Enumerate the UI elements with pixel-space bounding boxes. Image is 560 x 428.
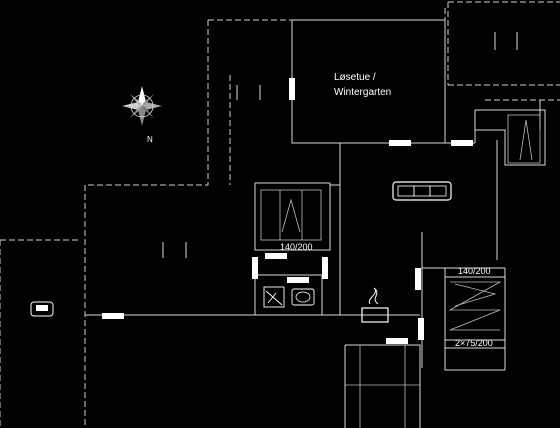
- compass-north-label: N: [147, 135, 153, 144]
- bathroom-fixtures-icon: [263, 286, 315, 308]
- opening-right-upper: [415, 268, 421, 290]
- room-label-lounge-line1: Løsetue /: [334, 72, 376, 83]
- stove-icon: [361, 287, 389, 323]
- opening-bath-bottom: [287, 277, 309, 283]
- window-lounge-west: [289, 78, 295, 100]
- opening-bath-right: [322, 257, 328, 279]
- sofa-icon: [392, 181, 452, 201]
- opening-bottom: [386, 338, 408, 344]
- dimension-label-door-b: 140/200: [458, 266, 491, 276]
- room-label-lounge-line2: Wintergarten: [334, 87, 391, 98]
- stair-hatching: [260, 114, 541, 331]
- window-annex: [451, 140, 473, 146]
- opening-right-lower: [418, 318, 424, 340]
- dimension-label-door-c: 2×75/200: [455, 338, 493, 348]
- walls: [85, 19, 546, 428]
- car-icon: [30, 301, 54, 317]
- window-lounge-south: [389, 140, 411, 146]
- opening-bath-left: [252, 257, 258, 279]
- opening-bath-top: [265, 253, 287, 259]
- compass-rose-icon: [122, 86, 162, 126]
- openings: [102, 32, 518, 344]
- window-lower-west: [102, 313, 124, 319]
- dimension-label-door-a: 140/200: [280, 242, 313, 252]
